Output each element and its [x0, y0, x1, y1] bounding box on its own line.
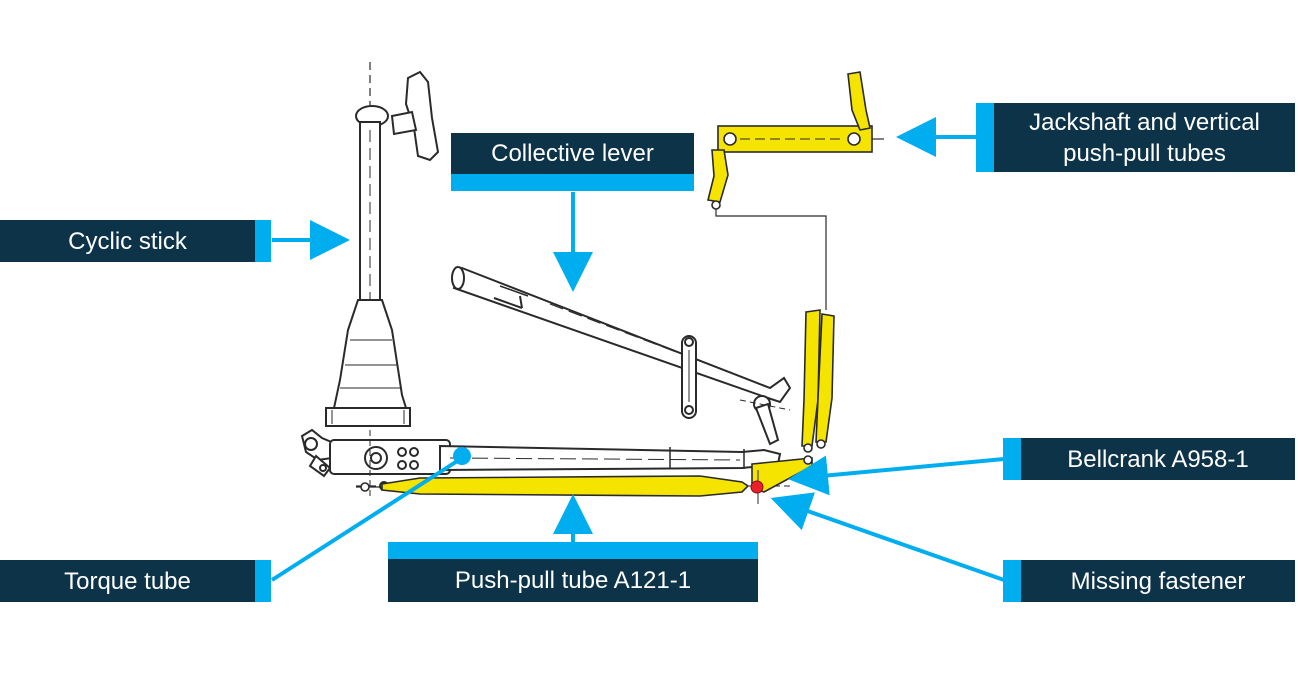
label-cyclic-stick: Cyclic stick [0, 220, 255, 262]
accent-push-pull-tube [388, 542, 758, 559]
accent-jackshaft [976, 103, 994, 172]
collective-lever-drawing [451, 266, 792, 446]
label-push-pull-tube: Push-pull tube A121-1 [388, 559, 758, 602]
label-torque-tube: Torque tube [0, 560, 255, 602]
label-collective-lever: Collective lever [451, 133, 694, 174]
arrow-bellcrank [788, 455, 1005, 496]
pointer-torque-tube [270, 456, 464, 582]
jackshaft-link [715, 209, 827, 310]
accent-torque-tube [255, 560, 271, 602]
arrow-missing-fastener [770, 492, 1005, 582]
accent-missing-fastener [1003, 560, 1021, 602]
accent-bellcrank [1003, 438, 1021, 480]
label-bellcrank: Bellcrank A958-1 [1021, 438, 1295, 480]
label-missing-fastener: Missing fastener [1021, 560, 1295, 602]
jackshaft-drawing [707, 71, 884, 210]
push-pull-tube-drawing [356, 475, 790, 497]
missing-fastener-marker [750, 480, 764, 494]
vertical-push-pull-tubes [801, 309, 835, 453]
label-jackshaft: Jackshaft and vertical push-pull tubes [994, 103, 1295, 172]
accent-cyclic-stick [255, 220, 271, 262]
torque-tube-drawing [300, 428, 782, 500]
accent-collective-lever [451, 174, 694, 191]
bellcrank-drawing [751, 455, 813, 504]
cyclic-stick-drawing [325, 62, 440, 427]
torque-tube-dot [453, 447, 471, 465]
pointer-arrows [270, 117, 1005, 582]
